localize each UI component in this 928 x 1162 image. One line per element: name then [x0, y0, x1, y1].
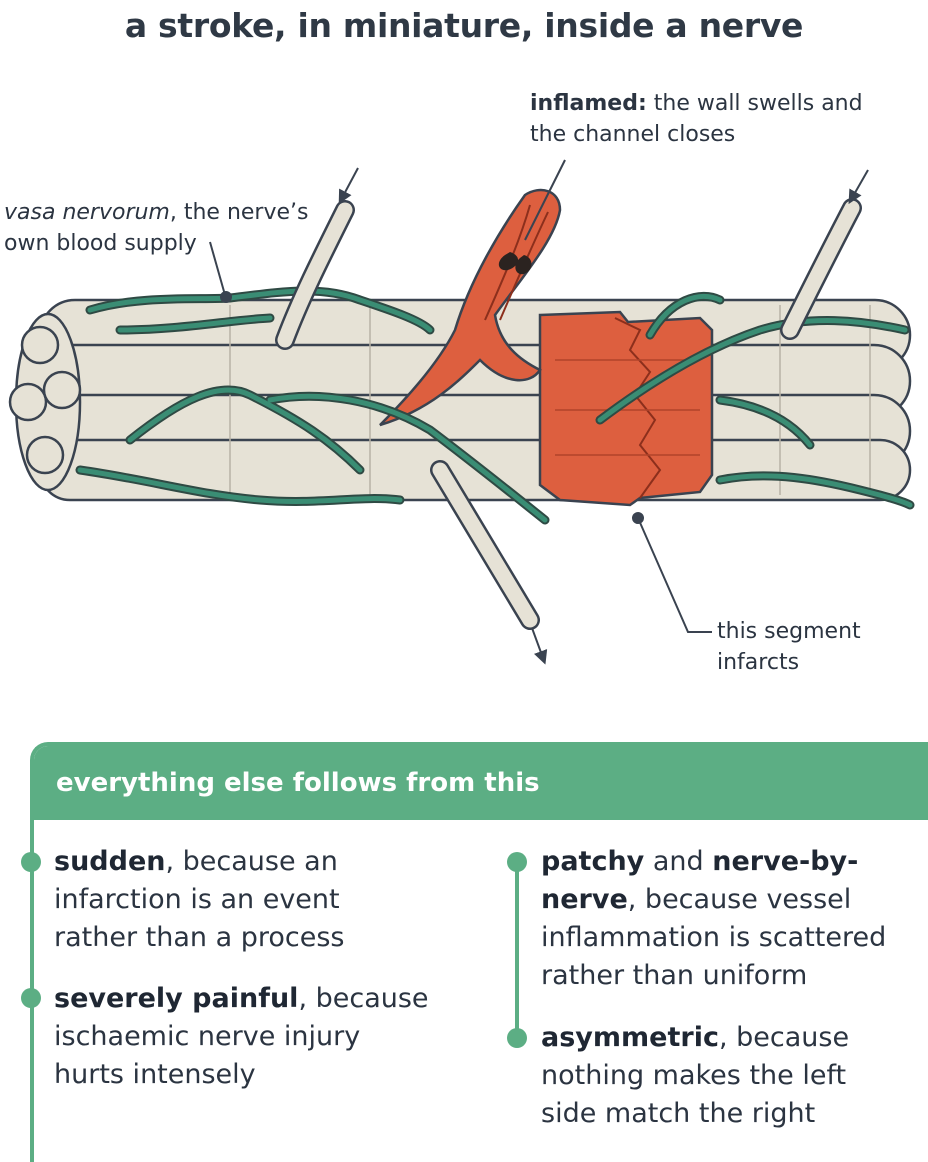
point-patchy-bold-2: nerve-by-nerve [541, 846, 859, 915]
infarcted-segment [538, 310, 714, 507]
point-painful: severely painful, because ischaemic nerv… [54, 980, 434, 1094]
point-patchy-bold: patchy [541, 846, 645, 877]
flow-arrows [338, 167, 869, 665]
point-patchy: patchy and nerve-by-nerve, because vesse… [541, 843, 911, 995]
label-segment-infarcts: this segment infarcts [717, 616, 861, 678]
fascicle-segment-lines [229, 305, 871, 495]
segment-leader [637, 517, 712, 633]
point-sudden: sudden, because an infarction is an even… [54, 843, 384, 957]
label-vasa-text-2: own blood supply [4, 231, 197, 256]
label-inflamed-bold: inflamed: [530, 91, 647, 116]
label-vasa-italic: vasa nervorum [4, 200, 170, 225]
leader-lines [209, 159, 712, 633]
vasa-leader [209, 241, 226, 296]
consequences-panel: everything else follows from this [30, 742, 928, 1162]
panel-heading: everything else follows from this [34, 746, 928, 820]
bullet-dot-sudden [21, 852, 41, 872]
inflamed-vessel [379, 188, 562, 427]
inflow-arrow-left [338, 167, 359, 205]
bullet-dot-painful [21, 988, 41, 1008]
point-asymmetric: asymmetric, because nothing makes the le… [541, 1019, 901, 1133]
right-column-connector [515, 864, 519, 1036]
label-segment-text-2: infarcts [717, 650, 800, 675]
bullet-dot-asymmetric [507, 1028, 527, 1048]
label-inflamed-text-1: the wall swells and [646, 91, 863, 116]
page-title: a stroke, in miniature, inside a nerve [124, 6, 804, 45]
point-painful-bold: severely painful [54, 983, 299, 1014]
nerve-end-cap [8, 312, 82, 492]
outflow-arrow [531, 627, 548, 665]
point-sudden-bold: sudden [54, 846, 166, 877]
vasa-nervorum-vessels [75, 286, 915, 525]
label-segment-text-1: this segment [717, 619, 861, 644]
bullet-dot-patchy [507, 852, 527, 872]
nerve-diagram [8, 159, 915, 665]
point-painful-text: , because ischaemic nerve injury hurts i… [54, 983, 429, 1090]
feeding-arteries [275, 198, 862, 630]
point-asymmetric-bold: asymmetric [541, 1022, 719, 1053]
label-vasa-text-1: , the nerve’s [169, 200, 309, 225]
point-patchy-mid: and [644, 846, 713, 877]
label-inflamed-text-2: the channel closes [530, 122, 736, 147]
label-inflamed: inflamed: the wall swells and the channe… [530, 88, 863, 150]
inflamed-leader [524, 159, 566, 241]
point-patchy-text: , because vessel inflammation is scatter… [541, 884, 887, 991]
point-asymmetric-text: , because nothing makes the left side ma… [541, 1022, 850, 1129]
label-vasa-nervorum: vasa nervorum, the nerve’s own blood sup… [4, 197, 308, 259]
point-sudden-text: , because an infarction is an event rath… [54, 846, 345, 953]
inflow-arrow-right [848, 169, 869, 205]
